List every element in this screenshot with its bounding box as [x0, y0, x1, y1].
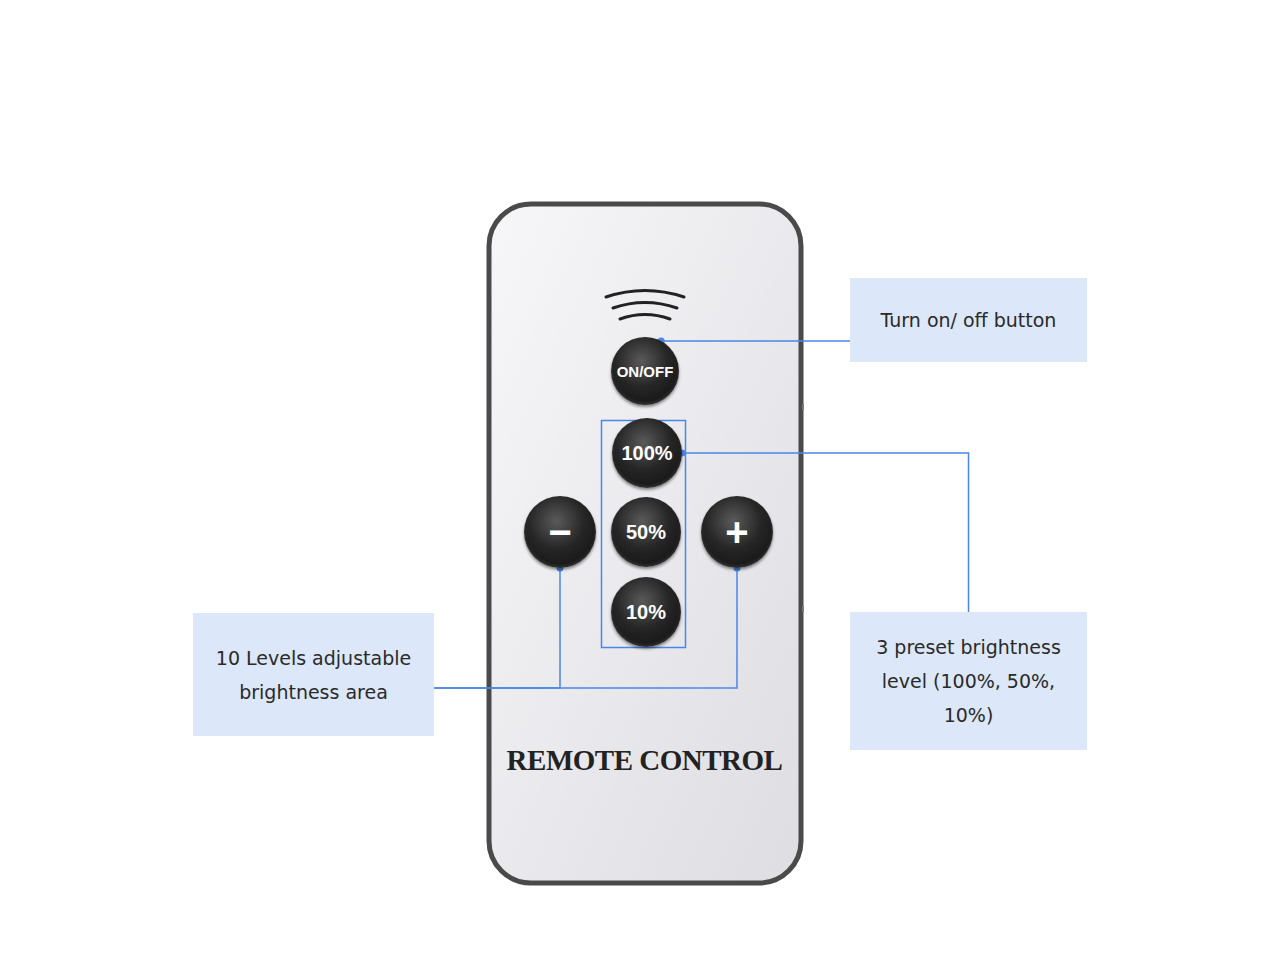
minus-button: − [524, 496, 596, 568]
callout-text: Turn on/ off button [881, 303, 1057, 337]
callout-box: 3 preset brightness level (100%, 50%, 10… [850, 612, 1087, 750]
remote-title: REMOTE CONTROL [486, 744, 803, 777]
plus-button: + [701, 496, 773, 568]
button-label: 50% [626, 521, 666, 544]
leader-line [658, 338, 850, 345]
preset-button: 10% [611, 577, 681, 647]
leader-line [434, 565, 741, 689]
callout-text: 3 preset brightness level (100%, 50%, 10… [862, 630, 1075, 732]
leader-path [434, 568, 560, 688]
side-notch [802, 606, 804, 612]
signal-waves [606, 291, 684, 320]
leader-path [682, 453, 969, 612]
leader-path [661, 340, 850, 342]
callout-box: Turn on/ off button [850, 278, 1087, 362]
button-label: − [548, 512, 571, 552]
button-label: ON/OFF [617, 363, 674, 380]
button-label: 100% [621, 442, 672, 465]
callout-box: 10 Levels adjustable brightness area [193, 613, 434, 736]
button-label: 10% [626, 601, 666, 624]
remote-body [489, 204, 801, 883]
callout-text: 10 Levels adjustable brightness area [205, 641, 422, 709]
button-label: + [725, 512, 748, 552]
power-button: ON/OFF [611, 337, 679, 405]
leader-line [679, 450, 969, 613]
side-notch [802, 404, 804, 410]
leader-path [434, 568, 737, 688]
remote-control: REMOTE CONTROL ON/OFF 100% − 50% +10% [486, 202, 803, 885]
preset-button: 100% [612, 418, 682, 488]
leader-line [434, 565, 564, 689]
preset-button: 50% [611, 497, 681, 567]
